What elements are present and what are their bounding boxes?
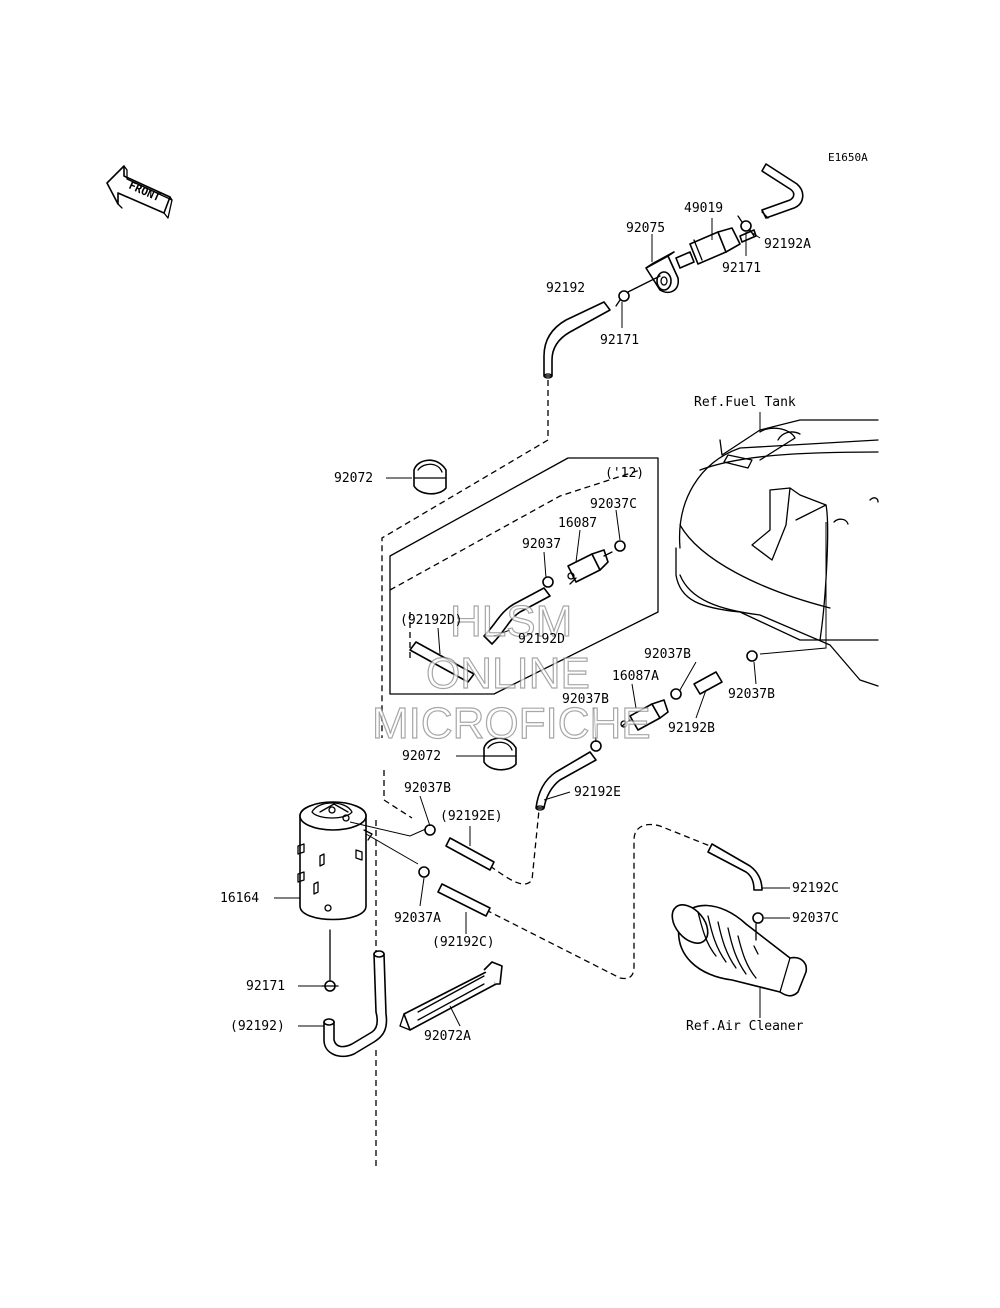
label-ref-air-cleaner: Ref.Air Cleaner xyxy=(686,1019,804,1034)
label-92037C: 92037C xyxy=(792,911,839,926)
clamp-92037A-icon xyxy=(418,866,430,878)
label-92037-box: 92037 xyxy=(522,537,561,552)
clamp-92037B-r1-icon xyxy=(670,688,682,700)
valve-16087 xyxy=(567,549,613,585)
clamp-92171-mid-icon xyxy=(615,275,661,307)
clamp-92037C-box-icon xyxy=(614,540,626,552)
model-year-12-box: ('12) xyxy=(389,457,659,695)
watermark-line-2: ONLINE xyxy=(426,649,590,698)
watermark: HLSM ONLINE MICROFICHE xyxy=(371,596,651,748)
label-92192D-paren: (92192D) xyxy=(400,613,463,628)
label-92192E: 92192E xyxy=(574,785,621,800)
label-92192-paren: (92192) xyxy=(230,1019,285,1034)
hose-92192B xyxy=(693,671,723,695)
watermark-line-1: HLSM xyxy=(450,597,572,646)
front-arrow-icon: FRONT xyxy=(106,165,173,219)
label-92037B-r2: 92037B xyxy=(562,692,609,707)
hose-92192E-straight xyxy=(445,837,495,871)
air-cleaner-duct xyxy=(671,904,808,1018)
label-92192D: 92192D xyxy=(518,632,565,647)
diagram-code: E1650A xyxy=(828,151,868,164)
label-92171-mid: 92171 xyxy=(600,333,639,348)
holder-92075 xyxy=(645,251,680,294)
label-92037B-r3: 92037B xyxy=(728,687,775,702)
label-92037C-box: 92037C xyxy=(590,497,637,512)
watermark-line-3: MICROFICHE xyxy=(372,699,651,748)
label-92037B-left: 92037B xyxy=(404,781,451,796)
label-ref-fuel-tank: Ref.Fuel Tank xyxy=(694,395,796,410)
label-92192A: 92192A xyxy=(764,237,811,252)
clamp-92037B-r3-icon xyxy=(746,650,758,662)
label-16087A: 16087A xyxy=(612,669,659,684)
label-92192E-paren: (92192E) xyxy=(440,809,503,824)
label-92192C-paren: (92192C) xyxy=(432,935,495,950)
clamp-92037B-left-icon xyxy=(424,824,436,836)
clamp-92171-lower-icon xyxy=(321,980,339,992)
fuel-filter-49019 xyxy=(675,227,757,269)
valve-16087A xyxy=(620,699,669,731)
label-92072A: 92072A xyxy=(424,1029,471,1044)
label-92192C: 92192C xyxy=(792,881,839,896)
label-92037A: 92037A xyxy=(394,911,441,926)
fuel-tank xyxy=(675,412,879,687)
label-16164: 16164 xyxy=(220,891,259,906)
hose-92192D xyxy=(483,587,551,645)
label-92192B: 92192B xyxy=(668,721,715,736)
hose-92192C-straight xyxy=(437,883,491,917)
hose-92192D-paren xyxy=(409,641,475,683)
label-16087: 16087 xyxy=(558,516,597,531)
hose-92192A xyxy=(761,163,804,219)
canister-16164 xyxy=(297,801,429,921)
band-92072-mid xyxy=(483,737,517,771)
label-92192-top: 92192 xyxy=(546,281,585,296)
label-92072-mid: 92072 xyxy=(402,749,441,764)
label-92072-top: 92072 xyxy=(334,471,373,486)
clamp-92037-box-icon xyxy=(542,576,554,588)
hose-92192C-bend xyxy=(707,843,763,891)
part-labels: 49019 92075 92192A 92171 92192 92171 Ref… xyxy=(220,201,839,1044)
label-92075: 92075 xyxy=(626,221,665,236)
hose-92192-bottom xyxy=(323,953,388,1058)
label-92171-top: 92171 xyxy=(722,261,761,276)
band-92072-top xyxy=(413,459,447,495)
label-49019: 49019 xyxy=(684,201,723,216)
label-92037B-r1: 92037B xyxy=(644,647,691,662)
year-12-label: ('12) xyxy=(605,466,644,481)
clamp-92037C-icon xyxy=(752,912,764,924)
label-92171-bottom: 92171 xyxy=(246,979,285,994)
clamp-92171-upper-icon xyxy=(737,215,755,237)
leader-lines xyxy=(274,218,790,1027)
plate-92072A xyxy=(399,961,503,1031)
